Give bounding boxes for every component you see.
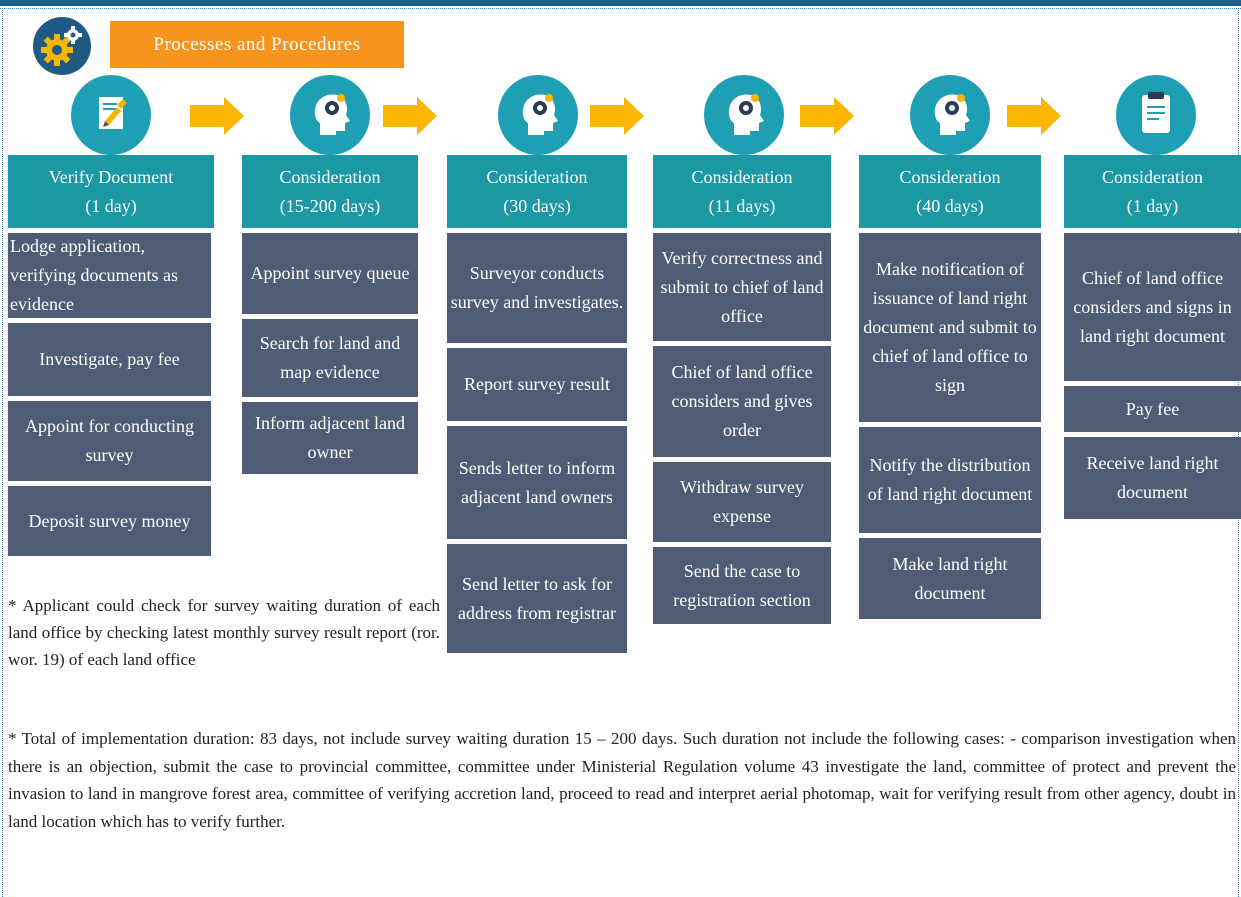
task-box: Withdraw survey expense [653, 462, 831, 542]
task-box: Sends letter to inform adjacent land own… [447, 426, 627, 539]
task-box: Report survey result [447, 348, 627, 421]
arrow-right-icon [383, 97, 437, 135]
page-title: Processes and Procedures [110, 21, 404, 68]
task-text: Verify correctness and submit to chief o… [660, 247, 824, 326]
task-text: Sends letter to inform adjacent land own… [458, 457, 616, 507]
task-box: Send the case to registration section [653, 547, 831, 624]
step-duration: (30 days) [503, 195, 571, 216]
task-box: Pay fee [1064, 386, 1241, 432]
step-header: Verify Document (1 day) [8, 155, 214, 228]
task-box: Make land right document [859, 538, 1041, 619]
survey-waiting-note: * Applicant could check for survey waiti… [8, 596, 440, 669]
task-text: Send the case to registration section [673, 560, 811, 610]
step-header: Consideration (40 days) [859, 155, 1041, 228]
task-box: Search for land and map evidence [242, 319, 418, 397]
task-box: Make notification of issuance of land ri… [859, 233, 1041, 422]
arrow-right-icon [190, 97, 244, 135]
step-duration: (1 day) [85, 195, 137, 216]
task-box: Lodge application, verifying documents a… [8, 233, 211, 318]
head-gear-icon [704, 75, 784, 155]
task-text: Inform adjacent land owner [255, 413, 405, 462]
task-box: Send letter to ask for address from regi… [447, 544, 627, 653]
task-box: Notify the distribution of land right do… [859, 427, 1041, 533]
task-text: Withdraw survey expense [680, 477, 804, 526]
task-box: Inform adjacent land owner [242, 402, 418, 474]
head-gear-icon [290, 75, 370, 155]
task-box: Deposit survey money [8, 486, 211, 556]
task-box: Chief of land office considers and signs… [1064, 233, 1241, 381]
task-box: Receive land right document [1064, 437, 1241, 519]
task-box: Appoint for conducting survey [8, 401, 211, 481]
top-banner-bar [0, 0, 1241, 6]
task-text: Make land right document [892, 553, 1008, 603]
dotted-border-top [0, 8, 1241, 9]
step-header: Consideration (1 day) [1064, 155, 1241, 228]
task-text: Surveyor conducts survey and investigate… [450, 263, 624, 312]
task-text: Pay fee [1125, 398, 1180, 419]
task-box: Surveyor conducts survey and investigate… [447, 233, 627, 343]
total-duration-note: * Total of implementation duration: 83 d… [8, 729, 1236, 831]
task-text: Search for land and map evidence [259, 333, 401, 382]
step-duration: (1 day) [1126, 195, 1179, 216]
step-title: Verify Document [48, 166, 174, 187]
arrow-right-icon [800, 97, 854, 135]
step-title: Consideration [899, 166, 1001, 187]
document-pen-icon [71, 75, 151, 155]
task-text: Send letter to ask for address from regi… [458, 573, 616, 623]
gear-icon [33, 17, 91, 75]
step-header: Consideration (15-200 days) [242, 155, 418, 228]
step-duration: (15-200 days) [279, 195, 381, 216]
task-text: Chief of land office considers and signs… [1073, 267, 1232, 346]
task-text: Make notification of issuance of land ri… [863, 259, 1037, 395]
step-title: Consideration [486, 166, 588, 187]
step-duration: (11 days) [708, 195, 776, 216]
step-title: Consideration [1102, 166, 1203, 187]
head-gear-icon [498, 75, 578, 155]
task-box: Investigate, pay fee [8, 323, 211, 396]
task-text: Investigate, pay fee [39, 349, 180, 369]
task-box: Chief of land office considers and gives… [653, 346, 831, 457]
step-title: Consideration [279, 166, 381, 187]
head-gear-icon [910, 75, 990, 155]
task-text: Report survey result [464, 374, 610, 394]
step-duration: (40 days) [916, 195, 984, 216]
clipboard-icon [1116, 75, 1196, 155]
task-text: Notify the distribution of land right do… [867, 455, 1033, 504]
step-title: Consideration [691, 166, 793, 187]
task-text: Appoint survey queue [250, 263, 410, 283]
task-text: Receive land right document [1086, 453, 1219, 502]
step-header: Consideration (11 days) [653, 155, 831, 228]
task-text: Lodge application, verifying documents a… [10, 236, 178, 314]
task-box: Verify correctness and submit to chief o… [653, 233, 831, 341]
task-text: Appoint for conducting survey [25, 416, 194, 465]
task-box: Appoint survey queue [242, 233, 418, 314]
step-header: Consideration (30 days) [447, 155, 627, 228]
arrow-right-icon [590, 97, 644, 135]
dotted-border-left [2, 8, 3, 897]
task-text: Chief of land office considers and gives… [671, 362, 813, 440]
task-text: Deposit survey money [28, 510, 191, 531]
arrow-right-icon [1007, 97, 1061, 135]
